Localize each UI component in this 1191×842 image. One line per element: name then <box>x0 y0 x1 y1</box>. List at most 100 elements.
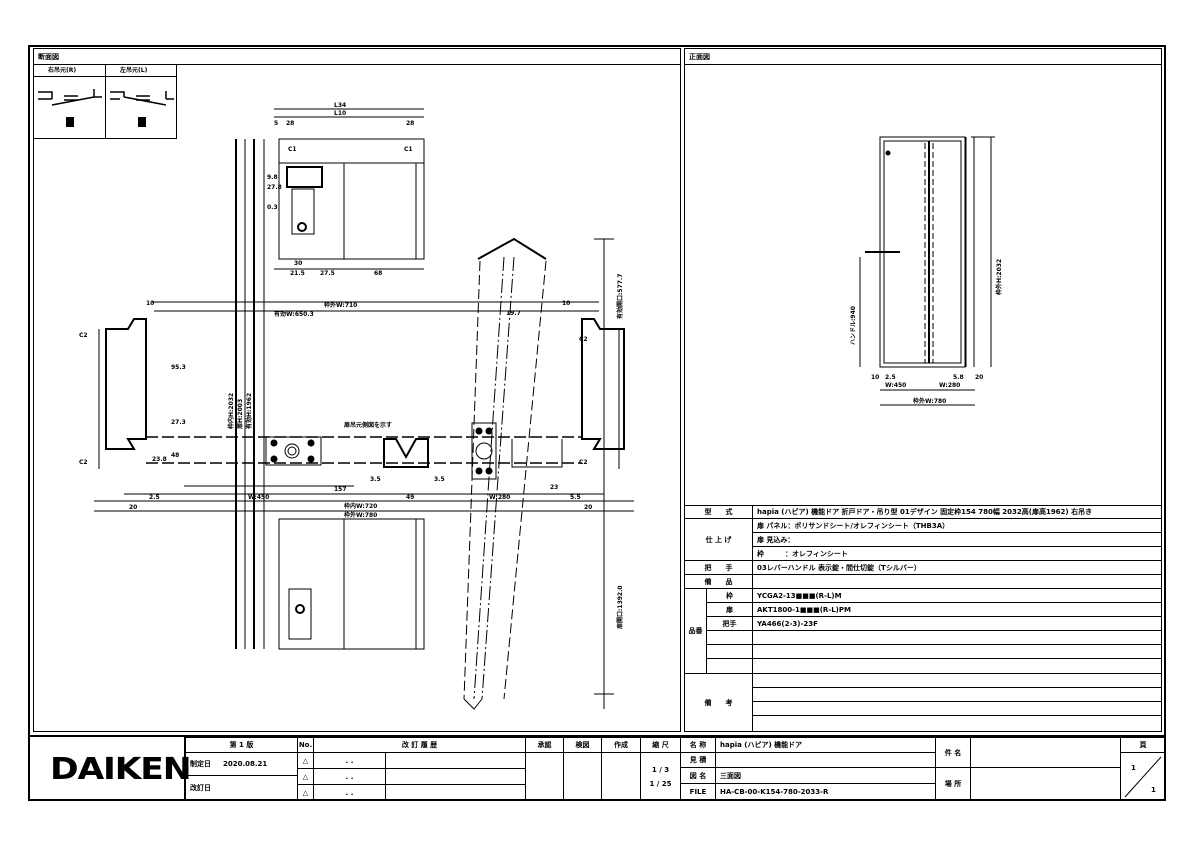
dim-19-7: 19.7 <box>506 310 521 317</box>
product-row-value: YA466(2-3)-23F <box>752 616 1162 631</box>
front-view-panel: 正面図 枠外H:2032 ハンドル:940 W:450 W:280 枠外W:78… <box>684 48 1162 732</box>
page-current: 1 <box>1131 764 1136 772</box>
front-view-title: 正面図 <box>689 53 710 61</box>
remarks-label: 備 考 <box>684 673 753 732</box>
dim-h-2003: 扉H:2003 <box>236 399 244 430</box>
empty-cell <box>752 630 1162 645</box>
dim-opening-width: 枠外W:710 <box>324 301 357 309</box>
dim-28a: 28 <box>286 120 294 127</box>
front-dim-handle-height: ハンドル:940 <box>850 306 857 345</box>
product-row-label: 把手 <box>706 616 753 631</box>
created-row: 制定日 2020.08.21 <box>185 752 298 776</box>
revision-date: . . <box>313 768 386 785</box>
revision-note <box>385 768 526 785</box>
section-drawing: L34 L10 28 28 5 30 21.5 27.5 68 9.8 27.8… <box>79 102 634 710</box>
dim-23-8: 23.8 <box>152 456 167 463</box>
label-c2-tr: C2 <box>579 336 588 343</box>
company-logo: DAIKEN <box>28 737 192 801</box>
dim-48: 48 <box>171 452 179 459</box>
name-label: 名 称 <box>680 737 716 753</box>
empty-cell <box>706 630 753 645</box>
scale-value: 1 / 25 <box>649 779 672 788</box>
label-c2-tl: C2 <box>79 332 88 339</box>
revision-date: . . <box>313 784 386 801</box>
front-drawing: 枠外H:2032 ハンドル:940 W:450 W:280 枠外W:780 10… <box>850 136 1003 406</box>
front-dim-w-280: W:280 <box>939 382 960 389</box>
front-dim-10: 10 <box>871 374 879 381</box>
handle-value: 03レバーハンドル 表示錠・間仕切錠（Tシルバー） <box>752 560 1162 575</box>
dim-w-280: W:280 <box>489 494 510 501</box>
approve-label: 承認 <box>525 737 564 753</box>
dim-30: 30 <box>294 260 302 267</box>
front-dim-w-780: 枠外W:780 <box>913 397 946 405</box>
parts-label: 備 品 <box>684 574 753 589</box>
remarks-row <box>752 687 1162 702</box>
page-total: 1 <box>1151 786 1156 794</box>
dim-l10: L10 <box>334 110 346 117</box>
hinge-left-label: 左吊元(L) <box>120 67 148 74</box>
logo-text: DAIKEN <box>50 751 192 787</box>
dim-95-3: 95.3 <box>171 364 186 371</box>
dim-w-450: W:450 <box>248 494 269 501</box>
revision-note <box>385 752 526 769</box>
dim-3-5a: 3.5 <box>370 476 381 483</box>
dim-0-3: 0.3 <box>267 204 278 211</box>
no-label: No. <box>297 737 314 753</box>
project-label: 件 名 <box>935 737 971 768</box>
revision-triangle-icon: △ <box>297 784 314 801</box>
revision-triangle-icon: △ <box>297 768 314 785</box>
finish-row: 枠 ：オレフィンシート <box>752 546 1162 561</box>
product-label: 品番 <box>684 588 707 674</box>
revision-header: 改 訂 履 歴 <box>313 737 526 753</box>
created-date: 2020.08.21 <box>223 760 268 768</box>
product-row-value: AKT1800-1■■■(R-L)PM <box>752 602 1162 617</box>
revision-note <box>385 784 526 801</box>
check-label: 検図 <box>563 737 602 753</box>
dim-5-5: 5.5 <box>570 494 581 501</box>
label-c1-l: C1 <box>288 146 297 153</box>
product-row-value: YCGA2-13■■■(R-L)M <box>752 588 1162 603</box>
created-label: 制定日 <box>190 760 211 768</box>
revision-date: . . <box>313 752 386 769</box>
section-view-title: 断面図 <box>38 53 59 61</box>
location-value <box>970 767 1121 801</box>
finish-row: 扉 パネル：ポリサンドシート/オレフィンシート（THB3A） <box>752 518 1162 533</box>
front-dim-5-8: 5.8 <box>953 374 964 381</box>
spec-value <box>715 752 936 768</box>
page-number: 1 1 <box>1120 752 1166 801</box>
dim-swing-577: 有効開口:577.7 <box>616 274 624 319</box>
dim-l34: L34 <box>334 102 346 109</box>
hinge-right-label: 右吊元(R) <box>48 67 77 74</box>
author-stamp <box>601 752 641 801</box>
edition: 第 1 版 <box>185 737 298 753</box>
check-stamp <box>563 752 602 801</box>
product-row-label: 扉 <box>706 602 753 617</box>
dim-5: 5 <box>274 120 278 127</box>
label-c1-r: C1 <box>404 146 413 153</box>
dim-3-5b: 3.5 <box>434 476 445 483</box>
dim-49: 49 <box>406 494 414 501</box>
dim-10a: 10 <box>146 300 154 307</box>
dim-10b: 10 <box>562 300 570 307</box>
remarks-row <box>752 701 1162 716</box>
dim-21-5: 21.5 <box>290 270 305 277</box>
handle-label: 把 手 <box>684 560 753 575</box>
dim-28b: 28 <box>406 120 414 127</box>
dim-frame-inner: 枠内W:720 <box>344 502 377 510</box>
name-value: hapia (ハピア) 機能ドア <box>715 737 936 753</box>
dim-9-8: 9.8 <box>267 174 278 181</box>
product-row-label: 枠 <box>706 588 753 603</box>
remarks-row <box>752 715 1162 732</box>
parts-value <box>752 574 1162 589</box>
model-value: hapia (ハピア) 機能ドア 折戸ドア・吊り型 01デザイン 固定枠154 … <box>752 505 1162 519</box>
page-label: 頁 <box>1120 737 1166 753</box>
empty-cell <box>706 658 753 674</box>
dim-27-3: 27.3 <box>171 419 186 426</box>
project-value <box>970 737 1121 768</box>
file-value: HA-CB-00-K154-780-2033-R <box>715 783 936 801</box>
dim-frame-outer: 枠外W:780 <box>344 511 377 519</box>
model-label: 型 式 <box>684 505 753 519</box>
label-c2-bl: C2 <box>79 459 88 466</box>
dim-20a: 20 <box>129 504 137 511</box>
handle-note: 扉吊元側図を示す <box>343 421 392 429</box>
